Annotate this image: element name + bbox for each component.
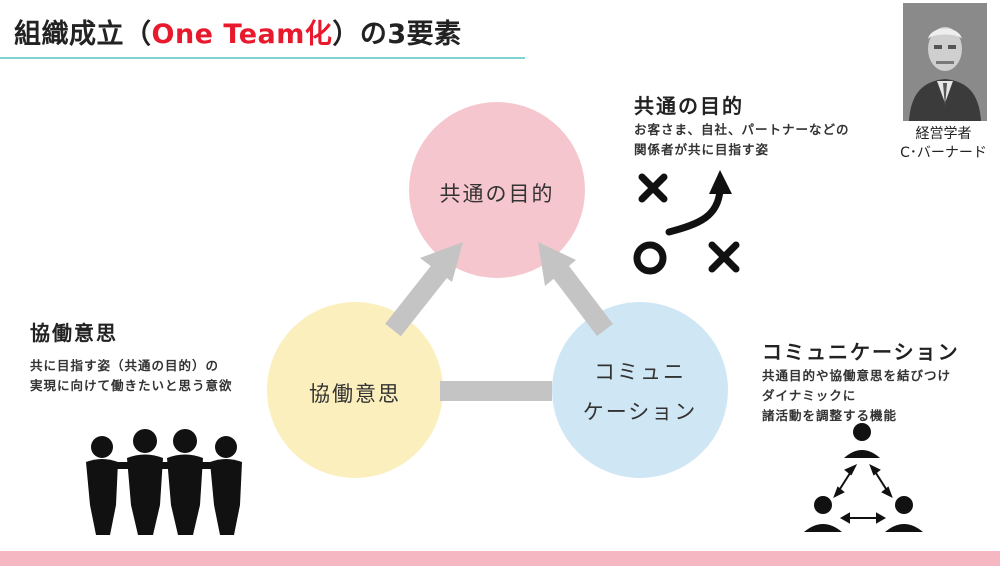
communication-description-line: ダイナミックに	[762, 388, 857, 403]
node-label-communication-1: コミュニ	[594, 360, 686, 384]
arrow-communication-to-purpose	[538, 242, 613, 337]
purpose-description-line: お客さま、自社、パートナーなどの	[634, 122, 850, 137]
person-role: 経営学者	[915, 126, 972, 142]
cooperation-description-line: 実現に向けて働きたいと思う意欲	[30, 378, 233, 393]
cooperation-description-line: 共に目指す姿（共通の目的）の	[30, 358, 220, 373]
purpose-circle	[409, 102, 585, 278]
connector-bar	[440, 381, 552, 401]
team-people-icon	[86, 429, 242, 535]
node-label-purpose: 共通の目的	[439, 182, 555, 206]
cooperation-description: 共に目指す姿（共通の目的）の 実現に向けて働きたいと思う意欲	[30, 356, 233, 396]
person-name: C･バーナード	[900, 145, 987, 161]
arrow-cooperation-to-purpose	[385, 242, 463, 337]
node-label-cooperation: 協働意思	[309, 382, 401, 406]
purpose-description: お客さま、自社、パートナーなどの 関係者が共に目指す姿	[634, 120, 850, 160]
bottom-bar	[0, 551, 1000, 566]
title-main: 組織成立（	[14, 19, 152, 50]
node-label-communication-2: ケーション	[582, 400, 698, 424]
portrait-photo	[903, 3, 987, 121]
network-people-icon	[804, 423, 923, 532]
page-title: 組織成立（One Team化）の3要素	[14, 12, 462, 51]
cooperation-heading: 協働意思	[30, 321, 118, 345]
communication-heading: コミュニケーション	[762, 340, 960, 364]
communication-description-line: 共通目的や協働意思を結びつけ	[762, 368, 952, 383]
purpose-description-line: 関係者が共に目指す姿	[634, 142, 770, 157]
communication-description: 共通目的や協働意思を結びつけ ダイナミックに 諸活動を調整する機能	[762, 366, 951, 426]
person-caption: 経営学者 C･バーナード	[887, 125, 1000, 163]
strategy-play-icon	[633, 170, 740, 275]
title-accent: One Team化	[151, 19, 333, 50]
purpose-heading: 共通の目的	[634, 94, 744, 118]
communication-circle	[552, 302, 728, 478]
title-underline	[0, 57, 525, 59]
cooperation-circle	[267, 302, 443, 478]
communication-description-line: 諸活動を調整する機能	[762, 408, 898, 423]
title-tail: ）の3要素	[332, 19, 462, 50]
